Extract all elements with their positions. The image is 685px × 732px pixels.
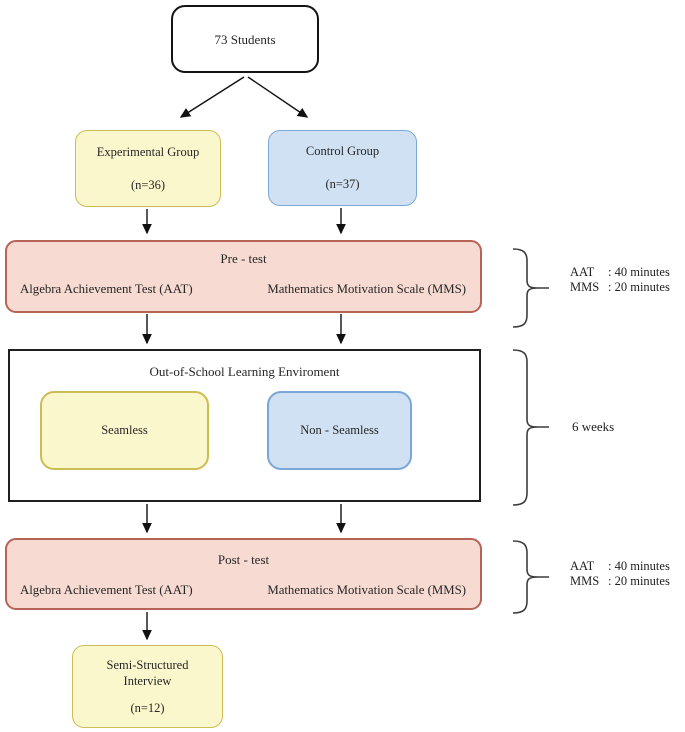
post-test-mms-label: Mathematics Motivation Scale (MMS) <box>267 583 466 597</box>
interview-title-line2: Interview <box>123 674 172 688</box>
post-test-aat-label: Algebra Achievement Test (AAT) <box>20 583 193 597</box>
experimental-group-box: Experimental Group (n=36) <box>75 130 221 207</box>
post-test-duration-aat-value: : 40 minutes <box>608 559 670 573</box>
post-test-duration-mms-value: : 20 minutes <box>608 573 670 588</box>
experimental-group-title: Experimental Group <box>96 144 200 159</box>
students-box: 73 Students <box>171 5 319 73</box>
pre-test-duration-aat-value: : 40 minutes <box>608 265 670 279</box>
treatment-duration-annotation: 6 weeks <box>572 419 615 434</box>
control-group-box: Control Group (n=37) <box>268 130 417 206</box>
post-test-instruments: Algebra Achievement Test (AAT) Mathemati… <box>7 583 480 598</box>
brace-treatment-duration <box>512 349 549 506</box>
interview-title-line1: Semi-Structured <box>106 658 189 672</box>
brace-pretest-duration <box>512 248 549 328</box>
arrow-students-to-experimental <box>179 76 245 118</box>
experimental-group-count: (n=36) <box>130 177 166 192</box>
post-test-box: Post - test Algebra Achievement Test (AA… <box>5 538 482 610</box>
control-group-title: Control Group <box>305 144 380 158</box>
brace-posttest-duration <box>512 540 549 614</box>
interview-count: (n=12) <box>130 701 165 715</box>
post-test-duration-annotation: AAT : 40 minutes MMS : 20 minutes <box>570 559 670 588</box>
post-test-title: Post - test <box>217 552 270 567</box>
non-seamless-box: Non - Seamless <box>267 391 412 470</box>
seamless-box: Seamless <box>40 391 209 470</box>
pre-test-duration-aat-label: AAT <box>570 265 595 279</box>
pre-test-title: Pre - test <box>220 251 267 266</box>
seamless-label: Seamless <box>101 423 148 437</box>
non-seamless-label: Non - Seamless <box>300 423 379 437</box>
pre-test-duration-mms-value: : 20 minutes <box>608 279 670 294</box>
pre-test-box: Pre - test Algebra Achievement Test (AAT… <box>5 240 482 313</box>
pre-test-duration-mms-label: MMS <box>570 279 600 294</box>
pre-test-mms-label: Mathematics Motivation Scale (MMS) <box>267 282 466 296</box>
arrow-students-to-control <box>247 76 309 118</box>
learning-environment-box: Out-of-School Learning Enviroment Seamle… <box>8 349 481 502</box>
interview-box: Semi-Structured Interview (n=12) <box>72 645 223 728</box>
post-test-duration-aat-label: AAT <box>570 559 595 573</box>
students-label: 73 Students <box>214 31 276 47</box>
learning-environment-title: Out-of-School Learning Enviroment <box>149 364 340 379</box>
control-group-count: (n=37) <box>325 177 360 191</box>
pre-test-duration-annotation: AAT : 40 minutes MMS : 20 minutes <box>570 265 670 294</box>
pre-test-instruments: Algebra Achievement Test (AAT) Mathemati… <box>7 282 480 297</box>
post-test-duration-mms-label: MMS <box>570 573 600 588</box>
pre-test-aat-label: Algebra Achievement Test (AAT) <box>20 282 193 296</box>
